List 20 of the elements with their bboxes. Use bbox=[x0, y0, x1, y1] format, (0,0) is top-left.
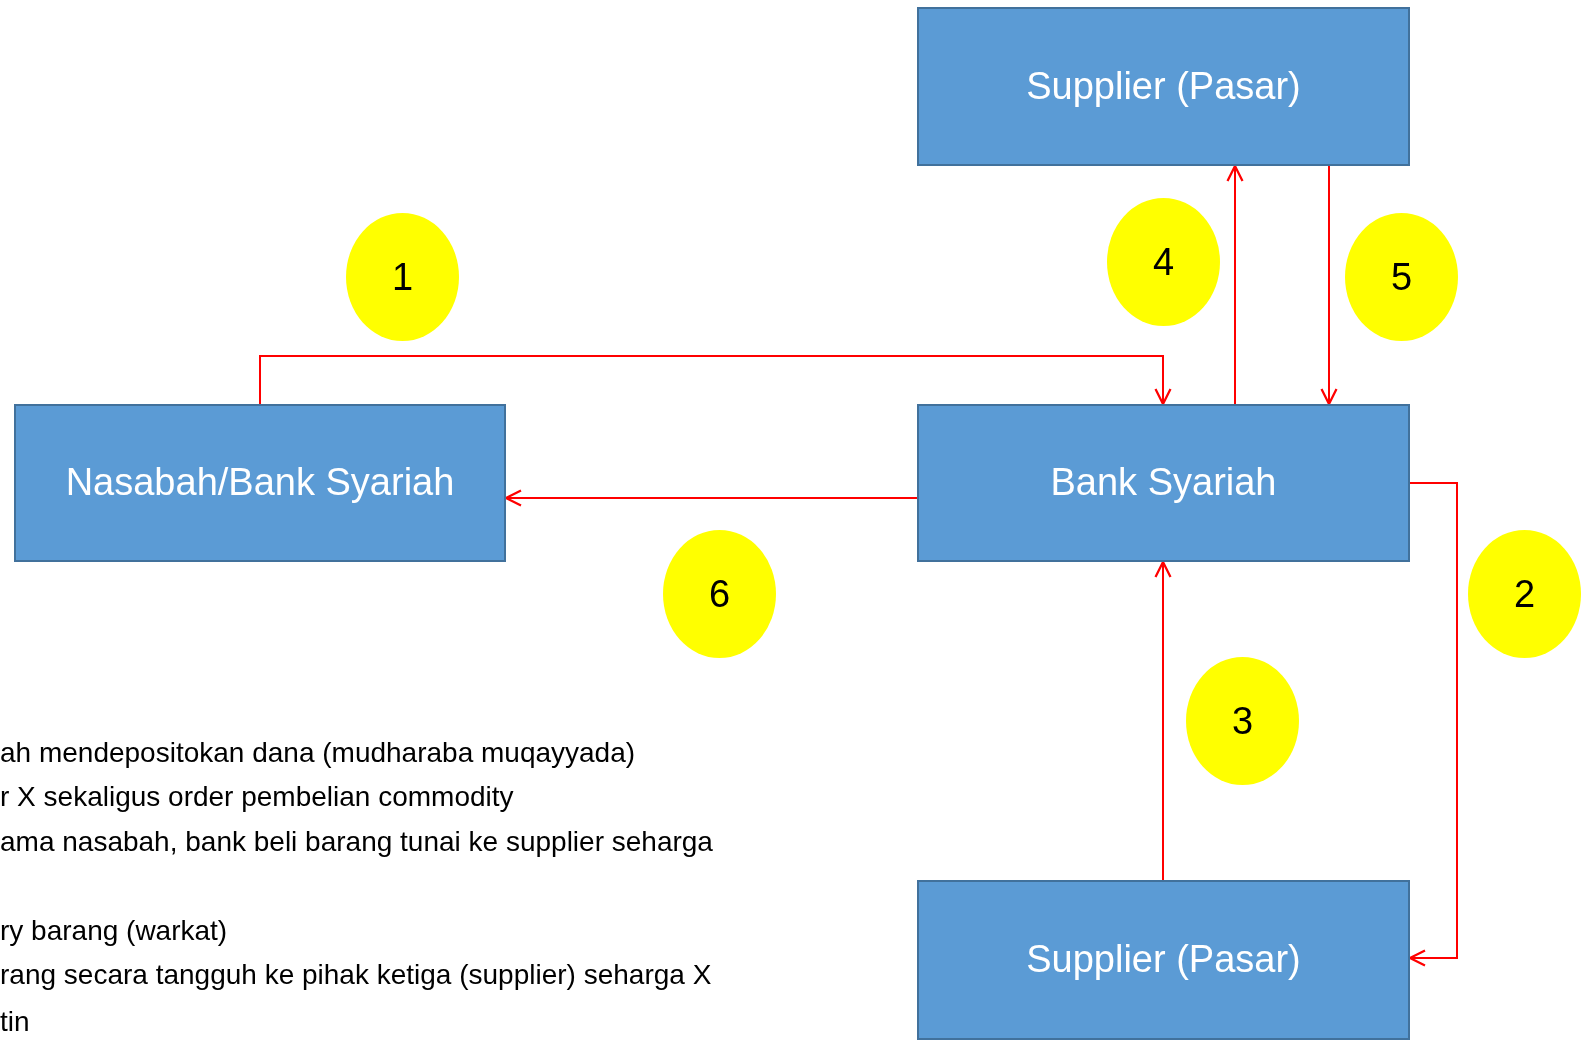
process-box: Supplier (Pasar) bbox=[917, 7, 1410, 166]
step-number: 2 bbox=[1468, 530, 1581, 658]
process-box: Nasabah/Bank Syariah bbox=[14, 404, 506, 562]
note-text: tin bbox=[0, 1006, 30, 1038]
step-number: 3 bbox=[1186, 657, 1299, 785]
step-number: 4 bbox=[1107, 198, 1220, 326]
step-number: 6 bbox=[663, 530, 776, 658]
note-text: ah mendepositokan dana (mudharaba muqayyada) bbox=[0, 737, 636, 769]
step-number: 1 bbox=[346, 213, 459, 341]
arrow bbox=[1320, 165, 1338, 406]
note-text: ry barang (warkat) bbox=[0, 915, 228, 947]
step-number: 5 bbox=[1345, 213, 1458, 341]
note-text: r X sekaligus order pembelian commodity bbox=[0, 781, 514, 813]
arrow bbox=[1226, 164, 1244, 405]
process-box: Bank Syariah bbox=[917, 404, 1410, 562]
note-text: rang secara tangguh ke pihak ketiga (supplier) seharga X bbox=[0, 959, 712, 991]
arrow bbox=[1154, 560, 1172, 881]
note-text: ama nasabah, bank beli barang tunai ke supplier seharga bbox=[0, 826, 713, 858]
arrow bbox=[259, 355, 1172, 406]
process-box: Supplier (Pasar) bbox=[917, 880, 1410, 1040]
